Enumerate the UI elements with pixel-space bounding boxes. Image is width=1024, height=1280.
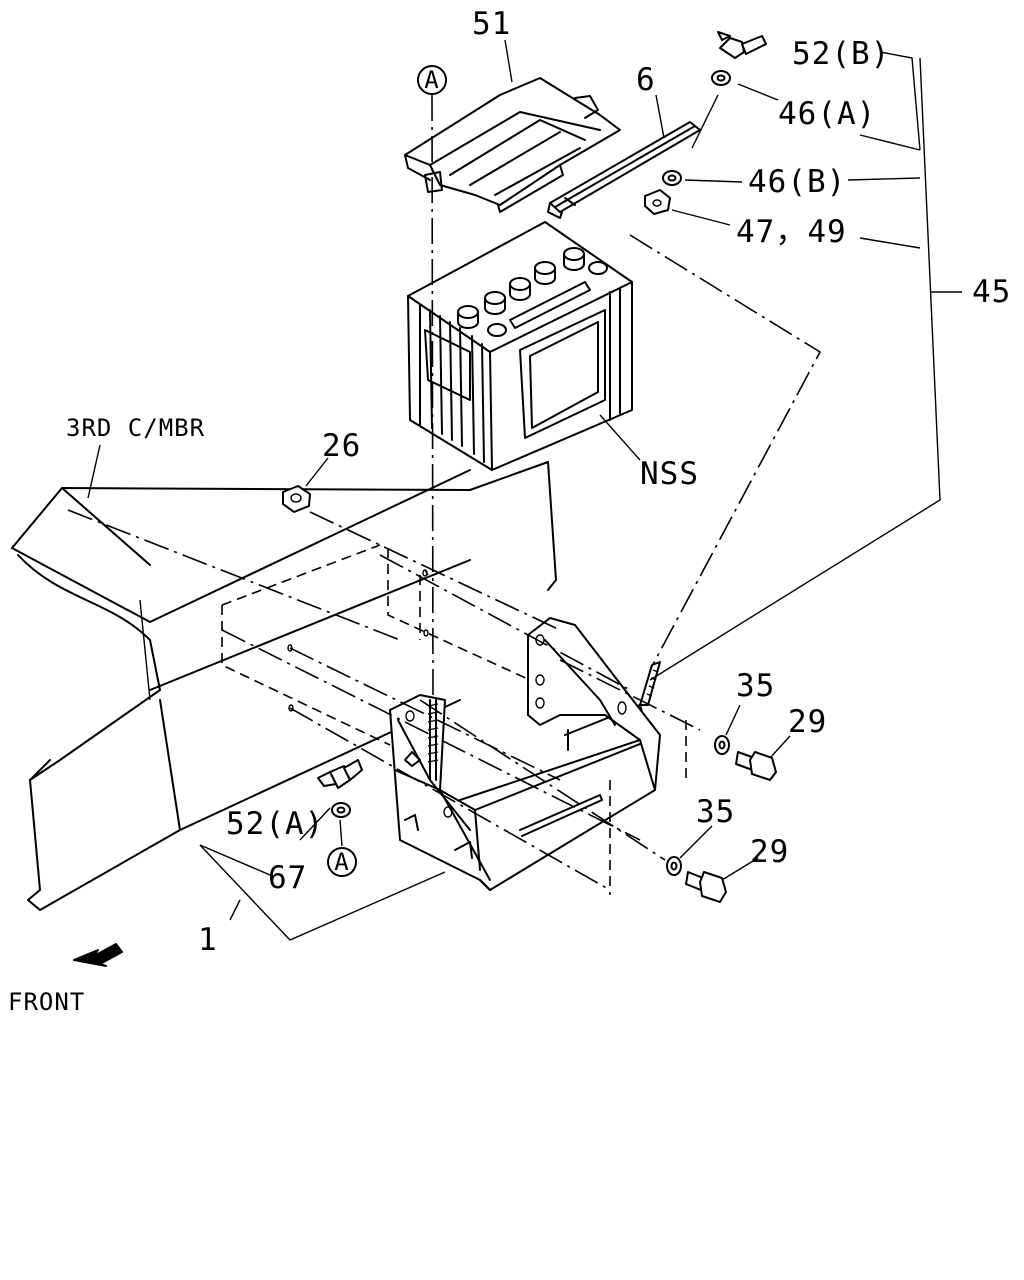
battery-terminals xyxy=(457,247,608,337)
reference-a-bottom-label: A xyxy=(334,848,349,876)
washer-icon xyxy=(714,735,730,755)
wing-nut-icon xyxy=(317,759,363,789)
label-45: 45 xyxy=(972,274,1011,310)
label-67: 67 xyxy=(268,860,307,896)
label-46a: 46(A) xyxy=(778,96,876,132)
bolt-icon xyxy=(685,871,727,903)
battery xyxy=(407,221,633,471)
washer-icon xyxy=(331,802,351,818)
label-47-49: 47，49 xyxy=(736,214,847,250)
washer-icon xyxy=(662,170,682,186)
wing-nut-icon xyxy=(717,31,767,59)
hex-nut-icon xyxy=(282,485,311,513)
frame-cross-member xyxy=(11,461,557,911)
reference-a-top-label: A xyxy=(424,66,439,94)
battery-cover xyxy=(404,77,621,213)
label-1: 1 xyxy=(198,922,218,958)
label-29-lower: 29 xyxy=(750,834,789,870)
construction-lines xyxy=(67,94,822,895)
front-arrow-icon xyxy=(73,943,123,967)
reference-mark-top: A xyxy=(417,65,447,95)
washer-icon xyxy=(666,856,682,876)
hex-nut-icon xyxy=(644,189,671,215)
label-52b: 52(B) xyxy=(792,36,890,72)
bolt-icon xyxy=(735,751,777,781)
hold-down-bar xyxy=(547,121,701,219)
label-46b: 46(B) xyxy=(748,164,846,200)
label-35-upper: 35 xyxy=(736,668,775,704)
hook-bolts xyxy=(427,661,661,781)
label-29-upper: 29 xyxy=(788,704,827,740)
reference-mark-bottom: A xyxy=(327,847,357,877)
label-51: 51 xyxy=(472,6,511,42)
label-52a: 52(A) xyxy=(226,806,324,842)
fasteners xyxy=(282,31,777,903)
washer-icon xyxy=(711,70,731,86)
leader-lines xyxy=(87,39,962,941)
label-nss: NSS xyxy=(640,456,699,492)
label-front: FRONT xyxy=(8,988,85,1016)
label-3rd-cross-member: 3RD C/MBR xyxy=(66,414,205,442)
label-6: 6 xyxy=(636,62,656,98)
label-26: 26 xyxy=(322,428,361,464)
part-labels: 51 6 52(B) 46(A) 46(B) 47，49 45 NSS 3RD … xyxy=(8,6,1011,1016)
label-35-lower: 35 xyxy=(696,794,735,830)
